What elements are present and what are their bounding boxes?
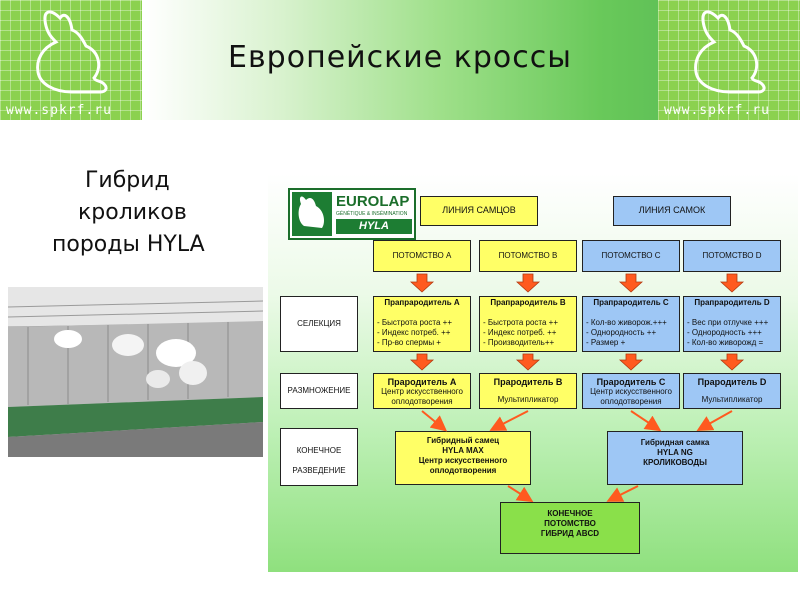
- connector-arrow: [630, 410, 662, 432]
- subtitle-line: породы HYLA: [52, 232, 205, 257]
- great-grandparent-b: Прапрародитель B - Быстрота роста ++ - И…: [479, 296, 577, 352]
- great-grandparent-a: Прапрародитель A - Быстрота роста ++ - И…: [373, 296, 471, 352]
- down-arrow: [515, 273, 541, 293]
- subtitle-line: Гибрид: [85, 168, 170, 193]
- progeny-d: ПОТОМСТВО D: [683, 240, 781, 272]
- stage-breeding: РАЗМНОЖЕНИЕ: [280, 373, 358, 409]
- grandparent-line: Мультипликатор: [701, 395, 763, 404]
- trait-line: - Индекс потреб. ++: [483, 328, 557, 337]
- hybrid-female: Гибридная самка HYLA NG КРОЛИКОВОДЫ: [607, 431, 743, 485]
- watermark-url: www.spkrf.ru: [664, 103, 770, 118]
- grandparent-title: Прародитель D: [697, 377, 767, 387]
- trait-line: - Однородность +++: [687, 328, 762, 337]
- down-arrow: [719, 273, 745, 293]
- rabbit-icon: [694, 10, 766, 94]
- hybrid-line: КРОЛИКОВОДЫ: [643, 458, 707, 467]
- trait-line: - Индекс потреб. ++: [377, 328, 451, 337]
- stage-final-line: КОНЕЧНОЕ: [296, 446, 342, 455]
- logo-sub: HYLA: [336, 219, 412, 234]
- hybrid-line: HYLA MAX: [442, 446, 484, 455]
- watermark-tile-left: www.spkrf.ru: [0, 0, 142, 120]
- great-grandparent-title: Прапрародитель B: [490, 298, 566, 307]
- watermark-tile-right: www.spkrf.ru: [658, 0, 800, 120]
- subtitle-line: кроликов: [78, 200, 187, 225]
- connector-arrow: [606, 485, 639, 502]
- trait-line: - Быстрота роста ++: [377, 318, 453, 327]
- rabbit-icon: [36, 10, 108, 94]
- final-line: ПОТОМСТВО: [544, 519, 596, 528]
- eurolap-logo: EUROLAP GÉNÉTIQUE & INSÉMINATION HYLA: [288, 188, 416, 240]
- rabbit-icon: [292, 192, 332, 236]
- grandparent-b: Прародитель B Мультипликатор: [479, 373, 577, 409]
- grandparent-line: Мультипликатор: [497, 395, 559, 404]
- great-grandparent-c: Прапрародитель C - Кол-во живорож.+++ - …: [582, 296, 680, 352]
- great-grandparent-title: Прапрародитель C: [593, 298, 669, 307]
- grandparent-title: Прародитель B: [493, 377, 563, 387]
- trait-line: - Кол-во живорожд =: [687, 338, 764, 347]
- down-arrow: [618, 353, 644, 371]
- grandparent-line: оплодотворения: [600, 397, 662, 406]
- stage-final: КОНЕЧНОЕ РАЗВЕДЕНИЕ: [280, 428, 358, 486]
- page-title: Европейские кроссы: [228, 40, 572, 75]
- hybrid-line: Гибридная самка: [640, 438, 710, 447]
- logo-tagline: GÉNÉTIQUE & INSÉMINATION: [336, 211, 408, 217]
- trait-line: - Производитель++: [483, 338, 555, 347]
- grandparent-c: Прародитель C Центр искусственного оплод…: [582, 373, 680, 409]
- trait-line: - Кол-во живорож.+++: [586, 318, 667, 327]
- hybrid-line: HYLA NG: [657, 448, 693, 457]
- grandparent-line: оплодотворения: [391, 397, 453, 406]
- rabbits-in-cages-photo: [8, 287, 263, 457]
- great-grandparent-d: Прапрародитель D - Вес при отлучке +++ -…: [683, 296, 781, 352]
- stage-final-line: РАЗВЕДЕНИЕ: [292, 466, 346, 475]
- trait-line: - Быстрота роста ++: [483, 318, 559, 327]
- male-line-header: ЛИНИЯ САМЦОВ: [420, 196, 538, 226]
- trait-line: - Пр-во спермы +: [377, 338, 441, 347]
- hybrid-male: Гибридный самец HYLA MAX Центр искусстве…: [395, 431, 531, 485]
- connector-arrow: [421, 410, 448, 432]
- hyla-breeding-scheme: EUROLAP GÉNÉTIQUE & INSÉMINATION HYLA ЛИ…: [268, 174, 798, 572]
- down-arrow: [515, 353, 541, 371]
- great-grandparent-title: Прапрародитель A: [384, 298, 460, 307]
- female-line-header: ЛИНИЯ САМОК: [613, 196, 731, 226]
- down-arrow: [409, 273, 435, 293]
- down-arrow: [618, 273, 644, 293]
- hybrid-line: Центр искусственного: [418, 456, 508, 465]
- hybrid-line: Гибридный самец: [426, 436, 500, 445]
- trait-line: - Вес при отлучке +++: [687, 318, 769, 327]
- hybrid-line: оплодотворения: [429, 466, 497, 475]
- final-line: ГИБРИД ABCD: [540, 529, 600, 538]
- logo-brand: EUROLAP: [336, 193, 410, 210]
- watermark-url: www.spkrf.ru: [6, 103, 112, 118]
- great-grandparent-title: Прапрародитель D: [694, 298, 770, 307]
- grandparent-line: Центр искусственного: [381, 387, 463, 396]
- connector-arrow: [507, 485, 534, 503]
- progeny-a: ПОТОМСТВО A: [373, 240, 471, 272]
- trait-line: - Однородность ++: [586, 328, 657, 337]
- connector-arrow: [489, 410, 529, 431]
- stage-selection: СЕЛЕКЦИЯ: [280, 296, 358, 352]
- grandparent-title: Прародитель C: [596, 377, 666, 387]
- grandparent-title: Прародитель A: [387, 377, 457, 387]
- progeny-c: ПОТОМСТВО C: [582, 240, 680, 272]
- down-arrow: [409, 353, 435, 371]
- final-line: КОНЕЧНОЕ: [547, 509, 593, 518]
- grandparent-line: Центр искусственного: [590, 387, 672, 396]
- connector-arrow: [696, 410, 733, 431]
- slide-subtitle: Гибрид кроликов породы HYLA: [40, 165, 280, 261]
- progeny-b: ПОТОМСТВО B: [479, 240, 577, 272]
- grandparent-a: Прародитель A Центр искусственного оплод…: [373, 373, 471, 409]
- final-progeny: КОНЕЧНОЕ ПОТОМСТВО ГИБРИД ABCD: [500, 502, 640, 554]
- grandparent-d: Прародитель D Мультипликатор: [683, 373, 781, 409]
- down-arrow: [719, 353, 745, 371]
- trait-line: - Размер +: [586, 338, 626, 347]
